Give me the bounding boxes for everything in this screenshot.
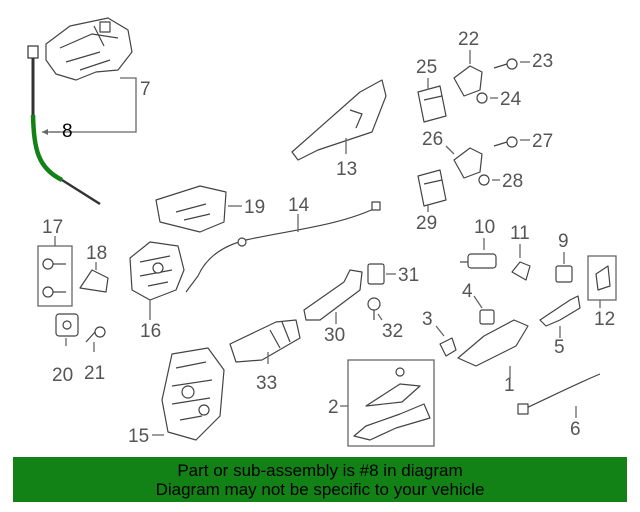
part-2-handle-assembly[interactable] [353, 367, 431, 441]
part-7-lock-module[interactable] [45, 17, 133, 81]
part-12-bracket[interactable] [595, 265, 611, 291]
group-17-box [37, 245, 73, 307]
callout-30: 30 [324, 325, 346, 346]
leader-26 [445, 145, 455, 155]
callout-11: 11 [510, 223, 530, 244]
callout-21: 21 [84, 363, 106, 384]
leader-32 [377, 313, 383, 321]
part-5-bracket[interactable] [539, 295, 581, 327]
part-20-plate[interactable] [55, 313, 79, 337]
callout-8: 8 [62, 121, 73, 142]
part-22-hinge[interactable] [453, 65, 483, 97]
leader-7 [50, 77, 137, 133]
part-13-channel[interactable] [291, 79, 387, 161]
part-28-washer[interactable] [478, 174, 490, 186]
part-10-cylinder[interactable] [460, 253, 497, 269]
part-8-cable-highlighted[interactable] [27, 45, 101, 206]
leader-3 [435, 325, 445, 337]
callout-19: 19 [244, 197, 266, 218]
callout-23: 23 [532, 51, 554, 72]
callout-5: 5 [554, 337, 565, 358]
callout-27: 27 [532, 131, 554, 152]
callout-17: 17 [42, 217, 64, 238]
callout-22: 22 [458, 29, 480, 50]
callout-14: 14 [288, 195, 310, 216]
callout-4: 4 [462, 281, 473, 302]
callout-2: 2 [328, 397, 339, 418]
part-15-panel[interactable] [161, 347, 225, 441]
part-27-bolt[interactable] [493, 136, 518, 148]
part-14-cable[interactable] [185, 201, 381, 293]
callout-9: 9 [558, 231, 569, 252]
part-23-bolt[interactable] [493, 58, 518, 70]
part-9-switch[interactable] [555, 265, 573, 283]
leader-4 [473, 295, 483, 309]
callout-20: 20 [52, 365, 74, 386]
part-3-cap[interactable] [439, 337, 457, 357]
callout-15: 15 [128, 426, 150, 447]
callout-7: 7 [140, 79, 151, 100]
callout-25: 25 [416, 57, 438, 78]
footer-line-2: Diagram may not be specific to your vehi… [155, 480, 485, 499]
group-2-box [347, 359, 435, 447]
part-6-cable[interactable] [517, 373, 601, 415]
footer-line-1: Part or sub-assembly is #8 in diagram [177, 461, 463, 480]
callout-26: 26 [422, 129, 444, 150]
callout-13: 13 [336, 159, 358, 180]
part-33-check-strap[interactable] [229, 319, 301, 363]
part-21-screw[interactable] [85, 326, 106, 343]
footer-banner: Part or sub-assembly is #8 in diagram Di… [13, 457, 627, 502]
group-12-box [587, 255, 617, 301]
part-31-gasket[interactable] [367, 263, 385, 285]
part-11-clip[interactable] [511, 261, 531, 281]
part-17-screws[interactable] [42, 258, 66, 298]
callout-1: 1 [504, 375, 515, 396]
callout-24: 24 [500, 89, 522, 110]
part-30-hinge[interactable] [303, 269, 363, 321]
part-19-cover[interactable] [155, 185, 227, 233]
callout-29: 29 [416, 213, 438, 234]
part-18-bracket[interactable] [79, 269, 109, 293]
callout-18: 18 [86, 243, 108, 264]
callout-32: 32 [382, 321, 404, 342]
callout-3: 3 [422, 309, 433, 330]
part-25-shim[interactable] [417, 85, 447, 123]
callout-31: 31 [398, 265, 420, 286]
part-4-pad[interactable] [479, 309, 495, 325]
callout-6: 6 [570, 419, 581, 440]
callout-10: 10 [474, 217, 496, 238]
part-16-actuator[interactable] [129, 241, 185, 301]
callout-28: 28 [502, 171, 524, 192]
callout-16: 16 [140, 321, 162, 342]
callout-33: 33 [256, 373, 278, 394]
part-26-hinge[interactable] [453, 147, 483, 179]
part-29-shim[interactable] [417, 169, 447, 207]
callout-12: 12 [594, 309, 616, 330]
door-lock-parts-diagram [27, 17, 617, 447]
part-24-washer[interactable] [476, 92, 488, 104]
part-32-bolt[interactable] [367, 297, 381, 320]
part-1-handle[interactable] [457, 319, 529, 367]
